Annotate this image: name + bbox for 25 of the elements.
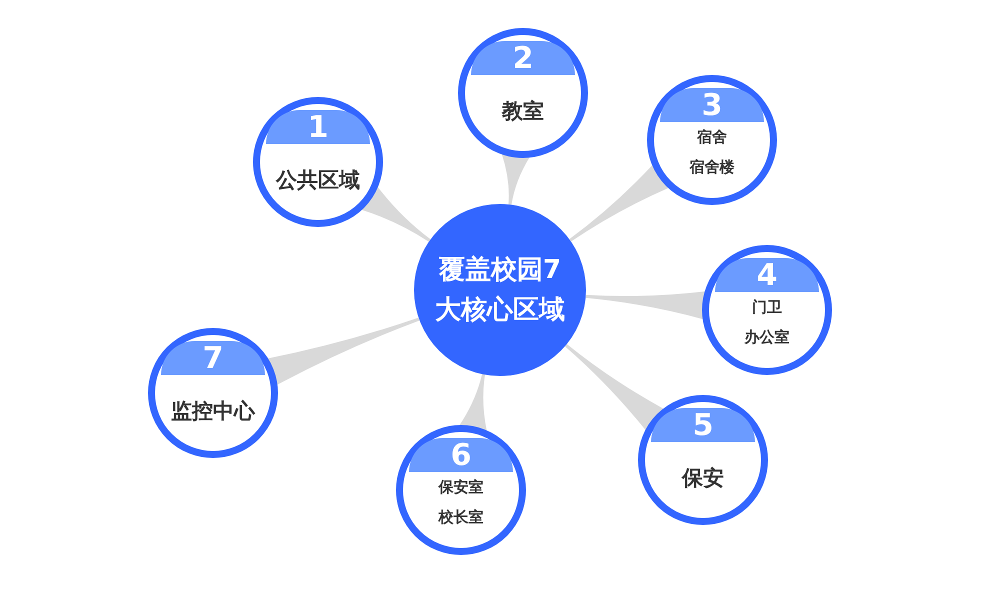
- connector: [502, 154, 530, 205]
- area-label: 保安: [680, 465, 725, 492]
- connector: [361, 186, 431, 242]
- number-header: 5: [651, 408, 755, 442]
- area-label: 保安室: [437, 478, 484, 497]
- area-label: 门卫: [751, 298, 783, 317]
- number-header: 2: [471, 41, 575, 75]
- area-label: 校长室: [437, 508, 484, 527]
- connector: [564, 344, 664, 430]
- connector: [569, 164, 669, 242]
- number-header: 6: [409, 438, 513, 472]
- area-label: 教室: [500, 98, 545, 125]
- area-label: 宿舍楼: [688, 158, 736, 177]
- connector: [459, 374, 487, 431]
- area-label: 宿舍: [696, 128, 728, 147]
- number-header: 1: [266, 110, 370, 144]
- area-label: 公共区域: [274, 167, 361, 194]
- number-header: 7: [161, 341, 265, 375]
- number-header: 3: [660, 88, 764, 122]
- area-label: 办公室: [743, 328, 790, 347]
- connector: [586, 291, 706, 320]
- area-label: 监控中心: [170, 398, 256, 425]
- number-header: 4: [715, 258, 819, 292]
- center-circle: 覆盖校园7大核心区域: [414, 204, 586, 376]
- connector: [268, 318, 420, 385]
